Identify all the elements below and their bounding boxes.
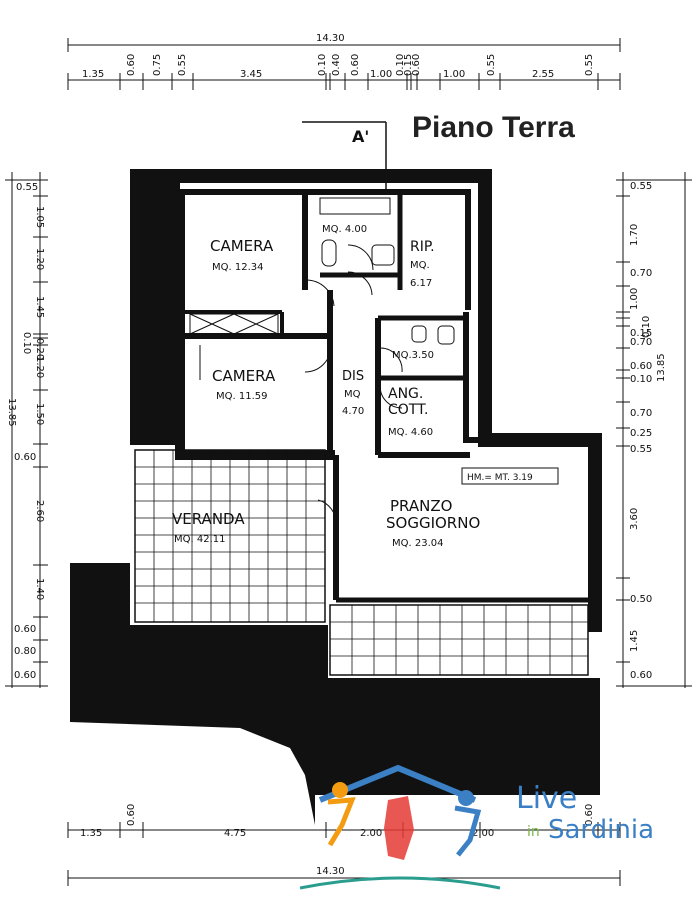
svg-text:0.70: 0.70 (630, 337, 652, 348)
right-dimensions (616, 172, 692, 688)
svg-text:in: in (527, 824, 540, 840)
room-camera-2-name: CAMERA (212, 367, 276, 385)
room-kitchen-name-1: ANG. (388, 386, 423, 402)
room-camera-1-area: MQ. 12.34 (212, 262, 263, 273)
bottom-total-dimension: 14.30 (316, 866, 345, 877)
building-mass (70, 169, 602, 825)
svg-text:2.60: 2.60 (34, 500, 45, 522)
room-bath-2-area: MQ.3.50 (392, 350, 434, 361)
svg-text:1.00: 1.00 (370, 69, 392, 80)
svg-text:1.00: 1.00 (443, 69, 465, 80)
svg-text:0.55: 0.55 (177, 54, 188, 76)
room-dis-area-label: MQ (344, 389, 361, 400)
wardrobe (189, 313, 279, 335)
svg-text:0.60: 0.60 (411, 54, 422, 76)
room-kitchen-name-2: COTT. (388, 402, 428, 418)
room-dis-name: DIS (342, 369, 364, 384)
room-labels: CAMERA MQ. 12.34 CAMERA MQ. 11.59 RIP. M… (172, 224, 480, 549)
left-total-dimension: 13.85 (6, 398, 17, 427)
svg-text:0.60: 0.60 (126, 54, 137, 76)
svg-text:3.60: 3.60 (629, 508, 640, 530)
svg-text:0.60: 0.60 (350, 54, 361, 76)
doors (199, 271, 480, 602)
svg-text:0.60: 0.60 (584, 804, 595, 826)
svg-text:0.55: 0.55 (630, 181, 652, 192)
svg-text:0.80: 0.80 (14, 646, 36, 657)
svg-text:3.45: 3.45 (240, 69, 262, 80)
top-dimensions (67, 38, 621, 90)
svg-text:1.20: 1.20 (34, 356, 45, 378)
svg-text:0.55: 0.55 (486, 54, 497, 76)
svg-text:1.70: 1.70 (629, 224, 640, 246)
svg-text:1.45: 1.45 (629, 630, 640, 652)
svg-text:1.40: 1.40 (34, 578, 45, 600)
top-dimension-labels: 1.35 0.60 0.75 0.55 3.45 0.10 0.40 0.60 … (82, 54, 595, 80)
svg-text:0.60: 0.60 (14, 452, 36, 463)
svg-text:0.10: 0.10 (630, 374, 652, 385)
svg-text:Sardinia: Sardinia (548, 815, 654, 845)
svg-text:0.15: 0.15 (630, 328, 652, 339)
right-dimension-labels: 0.55 1.70 0.70 1.00 0.10 0.15 0.70 0.60 … (629, 181, 652, 681)
plan-title: Piano Terra (412, 111, 575, 144)
svg-text:0.60: 0.60 (630, 361, 652, 372)
svg-text:0.10: 0.10 (317, 54, 328, 76)
room-kitchen-area: MQ. 4.60 (388, 427, 433, 438)
svg-text:A': A' (352, 127, 369, 146)
svg-text:0.60: 0.60 (14, 670, 36, 681)
svg-text:0.55: 0.55 (584, 54, 595, 76)
live-in-sardinia-logo: Live in Sardinia (299, 764, 654, 890)
svg-text:0.20: 0.20 (34, 338, 45, 360)
svg-text:0.60: 0.60 (630, 670, 652, 681)
svg-text:0.10: 0.10 (21, 332, 32, 354)
svg-text:1.45: 1.45 (34, 296, 45, 318)
svg-text:0.15: 0.15 (403, 54, 414, 76)
svg-text:0.10: 0.10 (395, 54, 406, 76)
room-living-name-1: PRANZO (390, 497, 452, 515)
top-total-dimension: 14.30 (316, 33, 345, 44)
left-dimensions (5, 172, 48, 688)
svg-text:2.00: 2.00 (472, 828, 494, 839)
svg-text:0.25: 0.25 (630, 428, 652, 439)
room-camera-1-name: CAMERA (210, 237, 274, 255)
svg-text:1.35: 1.35 (80, 828, 102, 839)
room-camera-2-area: MQ. 11.59 (216, 391, 267, 402)
svg-text:1.00: 1.00 (629, 288, 640, 310)
svg-text:0.55: 0.55 (16, 182, 38, 193)
svg-text:0.70: 0.70 (630, 408, 652, 419)
room-living-area: MQ. 23.04 (392, 538, 443, 549)
svg-text:1.50: 1.50 (34, 403, 45, 425)
bathroom-fixtures (319, 197, 455, 345)
svg-text:HM.= MT. 3.19: HM.= MT. 3.19 (467, 473, 533, 483)
height-note: HM.= MT. 3.19 (461, 467, 559, 485)
room-rip-name: RIP. (410, 239, 435, 255)
svg-text:Live: Live (516, 781, 577, 816)
svg-text:1.05: 1.05 (34, 206, 45, 228)
svg-text:0.50: 0.50 (630, 594, 652, 605)
svg-text:1.35: 1.35 (82, 69, 104, 80)
svg-text:0.60: 0.60 (14, 624, 36, 635)
svg-text:2.55: 2.55 (532, 69, 554, 80)
svg-text:2.00: 2.00 (360, 828, 382, 839)
room-veranda-area: MQ. 42.11 (174, 534, 225, 545)
svg-text:0.40: 0.40 (331, 54, 342, 76)
left-dimension-labels: 0.55 1.05 1.20 1.45 0.10 0.20 1.20 1.50 … (14, 182, 45, 681)
svg-text:0.60: 0.60 (126, 804, 137, 826)
room-bath-1-area: MQ. 4.00 (322, 224, 367, 235)
room-living-name-2: SOGGIORNO (386, 514, 480, 532)
svg-text:0.55: 0.55 (630, 444, 652, 455)
room-rip-area-value: 6.17 (410, 278, 432, 289)
room-dis-area-value: 4.70 (342, 406, 364, 417)
svg-text:0.10: 0.10 (641, 316, 652, 338)
svg-text:4.75: 4.75 (224, 828, 246, 839)
right-total-dimension: 13.85 (656, 353, 667, 382)
svg-text:0.70: 0.70 (630, 268, 652, 279)
svg-text:0.75: 0.75 (152, 54, 163, 76)
room-veranda-name: VERANDA (172, 510, 245, 528)
room-rip-area-label: MQ. (410, 260, 430, 271)
veranda-tiles (134, 449, 589, 676)
svg-text:1.20: 1.20 (34, 248, 45, 270)
bottom-dimension-labels: 1.35 0.60 4.75 2.00 2.00 0.60 14.30 (80, 804, 595, 877)
